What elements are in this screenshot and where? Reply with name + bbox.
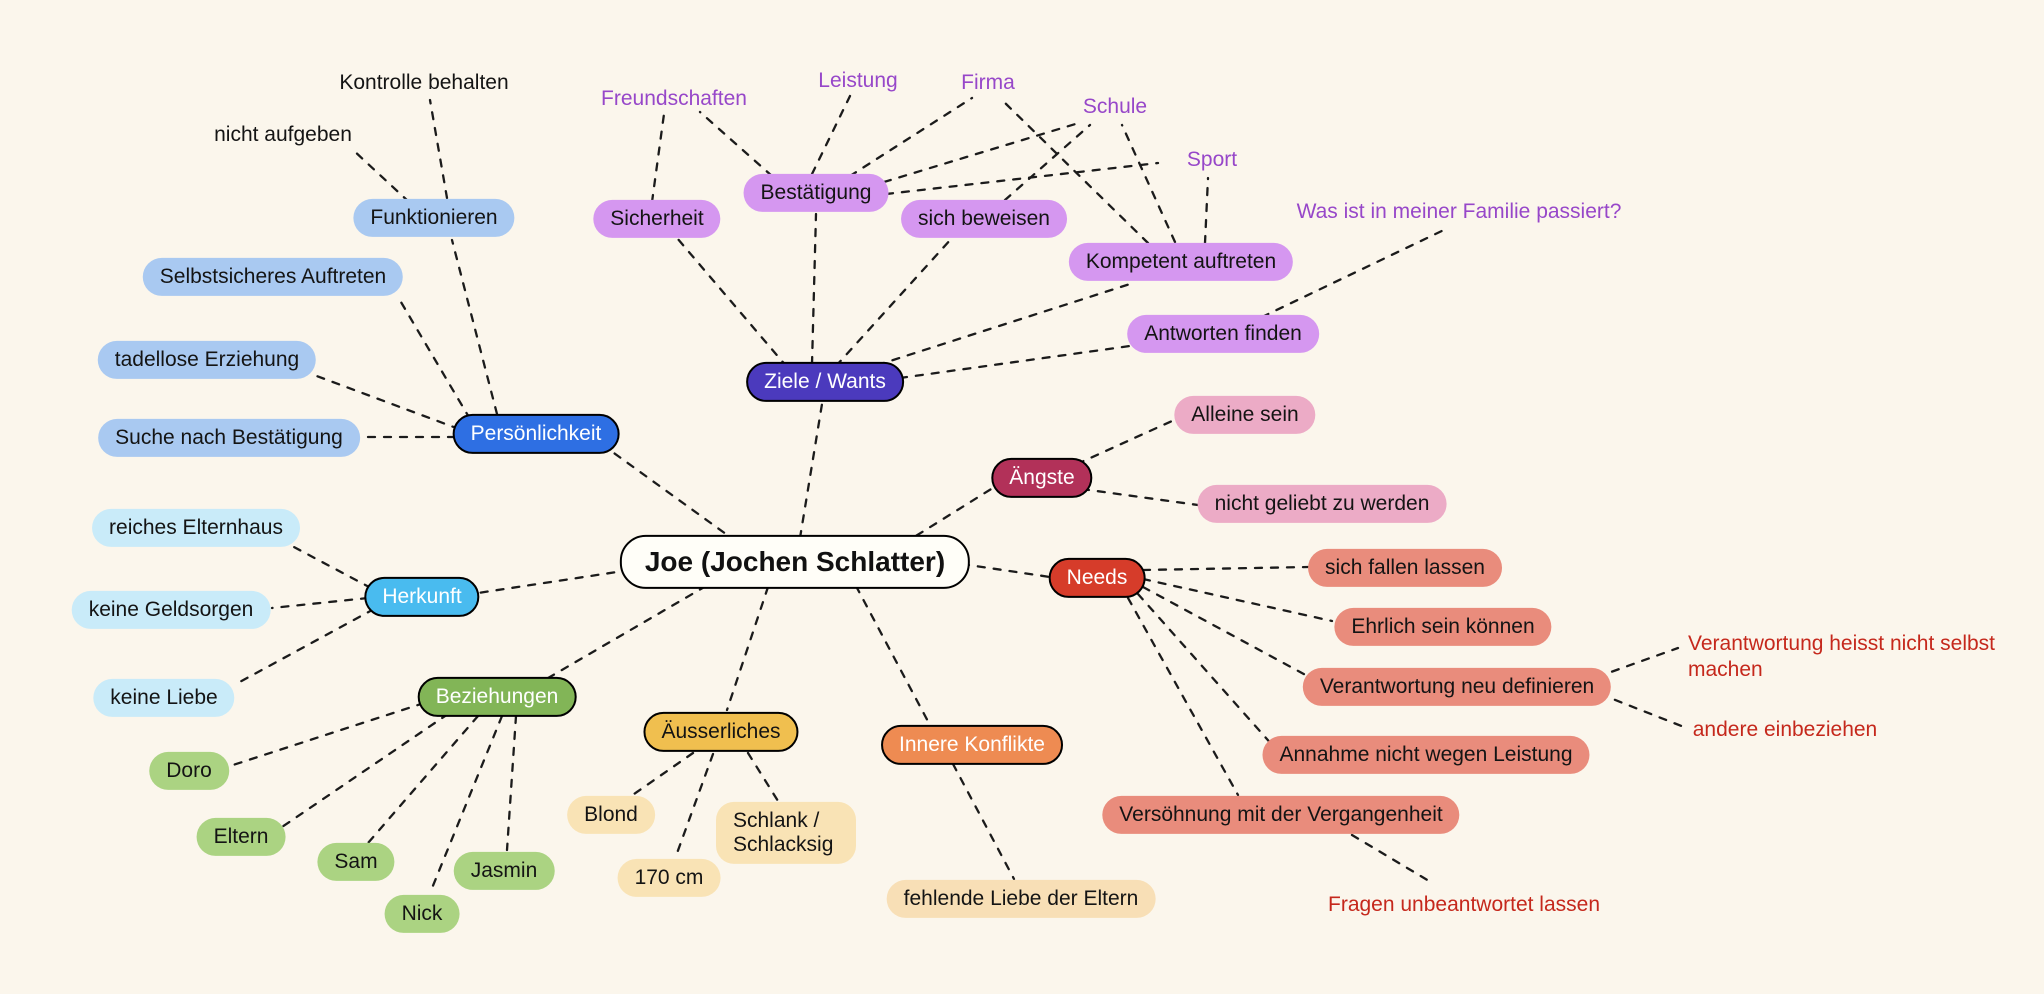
node-nicht-geliebt[interactable]: nicht geliebt zu werden: [1197, 484, 1447, 524]
node-bestaetigung[interactable]: Bestätigung: [743, 173, 889, 213]
node-jasmin[interactable]: Jasmin: [453, 851, 555, 891]
node-alleine-sein[interactable]: Alleine sein: [1174, 395, 1316, 435]
node-sich-fallen-lassen[interactable]: sich fallen lassen: [1308, 548, 1502, 588]
note-sport[interactable]: Sport: [1186, 147, 1238, 171]
node-selbstsicheres-auftreten[interactable]: Selbstsicheres Auftreten: [142, 257, 404, 297]
node-doro[interactable]: Doro: [149, 751, 229, 791]
note-nicht-aufgeben[interactable]: nicht aufgeben: [214, 122, 352, 146]
branch-aeusserliches[interactable]: Äusserliches: [643, 711, 799, 753]
bottom-edge: [0, 994, 2044, 1002]
node-schlank-schlacksig[interactable]: Schlank / Schlacksig: [716, 801, 856, 865]
node-keine-geldsorgen[interactable]: keine Geldsorgen: [71, 590, 271, 630]
branch-needs[interactable]: Needs: [1048, 557, 1146, 599]
node-annahme[interactable]: Annahme nicht wegen Leistung: [1262, 735, 1590, 775]
note-firma[interactable]: Firma: [961, 70, 1015, 94]
node-keine-liebe[interactable]: keine Liebe: [93, 678, 235, 718]
branch-aengste[interactable]: Ängste: [991, 457, 1093, 499]
node-sicherheit[interactable]: Sicherheit: [593, 199, 721, 239]
node-eltern[interactable]: Eltern: [196, 817, 286, 857]
node-170cm[interactable]: 170 cm: [617, 858, 721, 898]
note-andere-einbeziehen[interactable]: andere einbeziehen: [1692, 717, 1878, 741]
branch-beziehungen[interactable]: Beziehungen: [417, 676, 577, 718]
node-reiches-elternhaus[interactable]: reiches Elternhaus: [92, 508, 300, 548]
node-ehrlich-sein[interactable]: Ehrlich sein können: [1334, 607, 1552, 647]
node-versoehnung[interactable]: Versöhnung mit der Vergangenheit: [1102, 795, 1460, 835]
node-sich-beweisen[interactable]: sich beweisen: [901, 199, 1067, 239]
node-antworten-finden[interactable]: Antworten finden: [1127, 314, 1319, 354]
node-suche-nach-bestaetigung[interactable]: Suche nach Bestätigung: [98, 418, 360, 458]
note-familie-frage[interactable]: Was ist in meiner Familie passiert?: [1296, 199, 1622, 223]
node-kompetent-auftreten[interactable]: Kompetent auftreten: [1068, 242, 1294, 282]
branch-herkunft[interactable]: Herkunft: [364, 576, 480, 618]
note-freundschaften[interactable]: Freundschaften: [601, 86, 747, 110]
node-tadellose-erziehung[interactable]: tadellose Erziehung: [97, 340, 317, 380]
note-verantwortung-selbst[interactable]: Verantwortung heisst nicht selbst machen: [1688, 632, 1996, 682]
node-center[interactable]: Joe (Jochen Schlatter): [619, 534, 971, 590]
note-leistung[interactable]: Leistung: [818, 68, 898, 92]
node-funktionieren[interactable]: Funktionieren: [353, 198, 515, 238]
node-verantwortung-neu[interactable]: Verantwortung neu definieren: [1302, 667, 1612, 707]
note-fragen-unbeantwortet[interactable]: Fragen unbeantwortet lassen: [1327, 892, 1601, 916]
node-nick[interactable]: Nick: [384, 894, 460, 934]
note-kontrolle-behalten[interactable]: Kontrolle behalten: [339, 70, 509, 94]
note-schule[interactable]: Schule: [1082, 94, 1148, 118]
node-fehlende-liebe[interactable]: fehlende Liebe der Eltern: [886, 879, 1156, 919]
branch-innere-konflikte[interactable]: Innere Konflikte: [881, 724, 1063, 766]
branch-persoenlichkeit[interactable]: Persönlichkeit: [452, 413, 620, 455]
branch-ziele-wants[interactable]: Ziele / Wants: [746, 361, 904, 403]
node-sam[interactable]: Sam: [317, 842, 395, 882]
node-blond[interactable]: Blond: [567, 795, 655, 835]
